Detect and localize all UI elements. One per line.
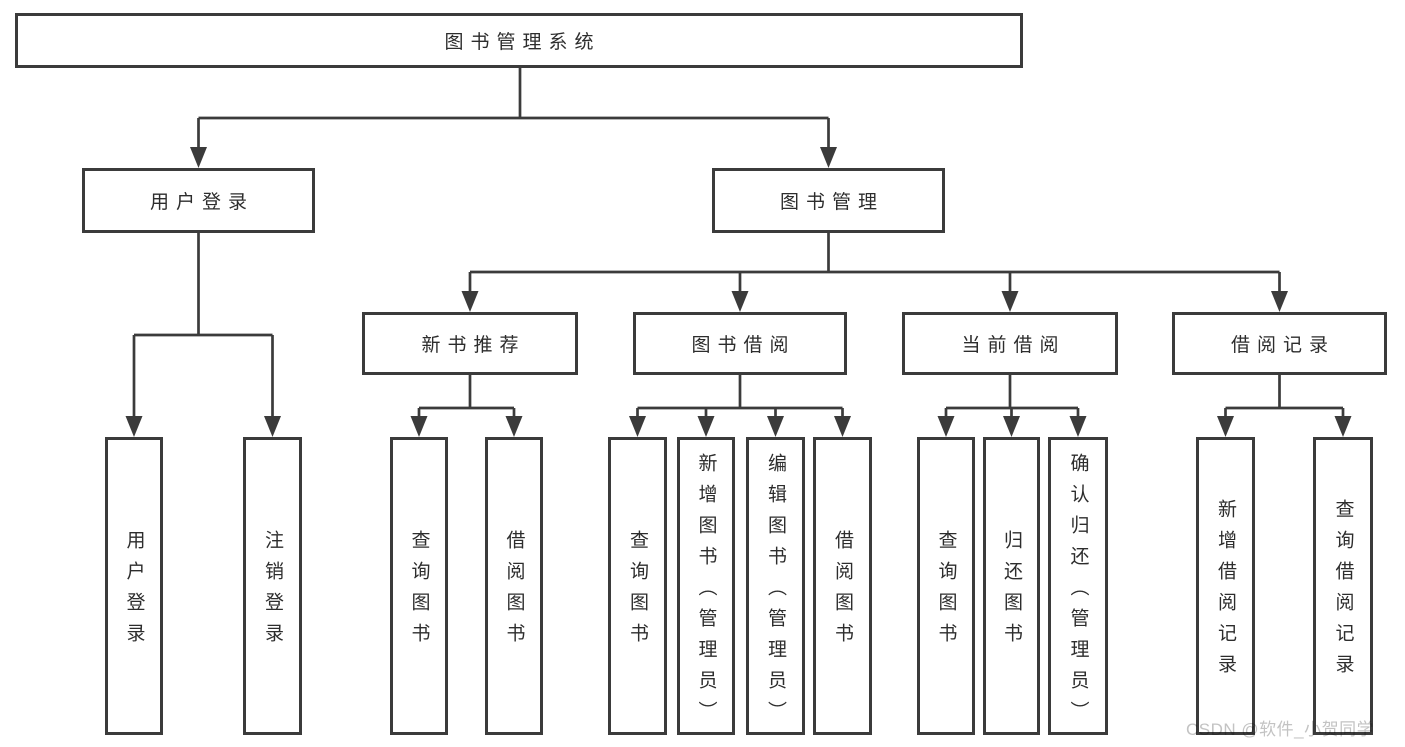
node-current-borrow-label: 当前借阅: [961, 335, 1066, 356]
connector-path: [468, 233, 1281, 295]
connector-path: [132, 233, 274, 420]
arrowhead-icon: [410, 416, 428, 437]
arrowhead-icon: [937, 416, 955, 437]
arrowhead-icon: [1001, 291, 1019, 312]
arrowhead-icon: [629, 416, 646, 437]
arrowhead-icon: [1271, 291, 1288, 312]
arrowhead-icon: [697, 416, 715, 437]
leaf-rec-query-book-label: 查询图书: [408, 530, 430, 654]
leaf-rec-query-book: 查询图书: [390, 437, 448, 735]
node-user-login-label: 用户登录: [149, 192, 254, 213]
connector-path: [944, 375, 1080, 420]
leaf-hist-add-record: 新增借阅记录: [1196, 437, 1255, 735]
node-book-mgmt-label: 图书管理: [779, 192, 884, 213]
leaf-cur-return-book-label: 归还图书: [1001, 530, 1022, 654]
arrowhead-icon: [834, 416, 851, 437]
node-root: 图书管理系统: [15, 13, 1023, 68]
arrowhead-icon: [731, 291, 749, 312]
leaf-cur-confirm-return: 确认归还（管理员）: [1048, 437, 1108, 735]
connector-path: [197, 68, 830, 151]
leaf-hist-query-record: 查询借阅记录: [1313, 437, 1373, 735]
leaf-cur-query-book-label: 查询图书: [935, 530, 957, 654]
leaf-bor-edit-book: 编辑图书（管理员）: [746, 437, 805, 735]
node-book-borrow-label: 图书借阅: [691, 335, 796, 356]
arrowhead-icon: [461, 291, 479, 312]
node-root-label: 图书管理系统: [444, 32, 601, 53]
node-book-borrow: 图书借阅: [633, 312, 847, 375]
arrowhead-icon: [767, 416, 784, 437]
node-new-book-rec: 新书推荐: [362, 312, 578, 375]
connector-path: [636, 375, 844, 420]
leaf-bor-borrow-book-label: 借阅图书: [832, 530, 853, 654]
leaf-bor-query-book-label: 查询图书: [627, 530, 648, 654]
leaf-hist-add-record-label: 新增借阅记录: [1215, 499, 1236, 685]
leaf-bor-borrow-book: 借阅图书: [813, 437, 872, 735]
node-new-book-rec-label: 新书推荐: [421, 335, 526, 356]
leaf-hist-query-record-label: 查询借阅记录: [1332, 499, 1354, 685]
leaf-cur-return-book: 归还图书: [983, 437, 1040, 735]
node-borrow-record: 借阅记录: [1172, 312, 1387, 375]
node-borrow-record-label: 借阅记录: [1230, 335, 1335, 356]
arrowhead-icon: [505, 416, 523, 437]
arrowhead-icon: [1003, 416, 1020, 437]
leaf-rec-borrow-book-label: 借阅图书: [503, 530, 525, 654]
arrowhead-icon: [125, 416, 143, 437]
connector-path: [417, 375, 516, 420]
leaf-cur-confirm-return-label: 确认归还（管理员）: [1067, 452, 1089, 732]
node-book-mgmt: 图书管理: [712, 168, 945, 233]
leaf-bor-edit-book-label: 编辑图书（管理员）: [765, 452, 786, 732]
leaf-cur-query-book: 查询图书: [917, 437, 975, 735]
arrowhead-icon: [1217, 416, 1234, 437]
leaf-rec-borrow-book: 借阅图书: [485, 437, 543, 735]
leaf-logout-label: 注销登录: [262, 530, 283, 654]
node-user-login: 用户登录: [82, 168, 315, 233]
leaf-user-login: 用户登录: [105, 437, 163, 735]
leaf-user-login-label: 用户登录: [123, 530, 145, 654]
connector-path: [1224, 375, 1345, 420]
arrowhead-icon: [190, 147, 207, 168]
leaf-bor-add-book-label: 新增图书（管理员）: [695, 452, 717, 732]
arrowhead-icon: [1334, 416, 1352, 437]
node-current-borrow: 当前借阅: [902, 312, 1118, 375]
leaf-bor-query-book: 查询图书: [608, 437, 667, 735]
arrowhead-icon: [820, 147, 837, 168]
csdn-watermark: CSDN @软件_小贺同学: [1186, 720, 1375, 739]
arrowhead-icon: [264, 416, 281, 437]
leaf-bor-add-book: 新增图书（管理员）: [677, 437, 735, 735]
arrowhead-icon: [1069, 416, 1087, 437]
leaf-logout: 注销登录: [243, 437, 302, 735]
